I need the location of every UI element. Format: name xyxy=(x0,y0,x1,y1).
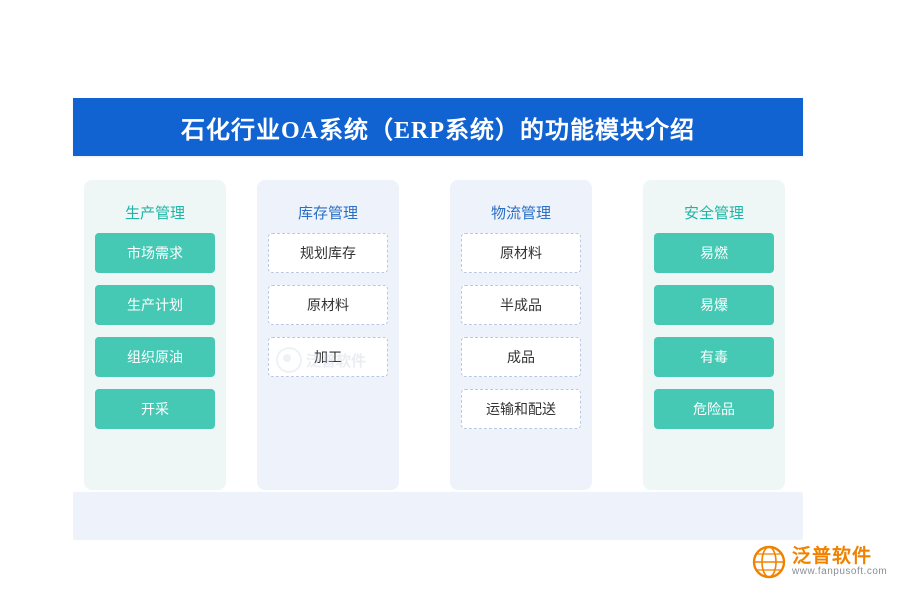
column-header: 生产管理 xyxy=(124,206,185,222)
item-chip[interactable]: 成品 xyxy=(461,337,581,377)
column-items: 规划库存 原材料 加工 xyxy=(257,233,399,377)
column-items: 原材料 半成品 成品 运输和配送 xyxy=(450,233,592,429)
brand-logo: 泛普软件 www.fanpusoft.com xyxy=(752,545,887,579)
column-header: 安全管理 xyxy=(683,206,744,222)
item-chip[interactable]: 开采 xyxy=(95,389,215,429)
item-chip[interactable]: 有毒 xyxy=(654,337,774,377)
item-chip[interactable]: 易爆 xyxy=(654,285,774,325)
brand-name-cn: 泛普软件 xyxy=(792,545,873,567)
globe-icon xyxy=(752,545,786,579)
item-chip[interactable]: 原材料 xyxy=(268,285,388,325)
column-inventory-management: 库存管理 规划库存 原材料 加工 xyxy=(257,180,399,490)
brand-url: www.fanpusoft.com xyxy=(792,565,888,577)
column-logistics-management: 物流管理 原材料 半成品 成品 运输和配送 xyxy=(450,180,592,490)
item-chip[interactable]: 原材料 xyxy=(461,233,581,273)
column-production-management: 生产管理 市场需求 生产计划 组织原油 开采 xyxy=(84,180,226,490)
column-items: 易燃 易爆 有毒 危险品 xyxy=(643,233,785,429)
base-band xyxy=(73,492,803,540)
item-chip[interactable]: 规划库存 xyxy=(268,233,388,273)
brand-logo-text: 泛普软件 www.fanpusoft.com xyxy=(792,545,888,577)
item-chip[interactable]: 组织原油 xyxy=(95,337,215,377)
item-chip[interactable]: 生产计划 xyxy=(95,285,215,325)
page-title: 石化行业OA系统（ERP系统）的功能模块介绍 xyxy=(181,117,695,144)
column-header: 物流管理 xyxy=(490,206,551,222)
item-chip[interactable]: 加工 xyxy=(268,337,388,377)
item-chip[interactable]: 运输和配送 xyxy=(461,389,581,429)
diagram-title-bar: 石化行业OA系统（ERP系统）的功能模块介绍 xyxy=(73,98,803,156)
item-chip[interactable]: 市场需求 xyxy=(95,233,215,273)
item-chip[interactable]: 易燃 xyxy=(654,233,774,273)
item-chip[interactable]: 半成品 xyxy=(461,285,581,325)
item-chip[interactable]: 危险品 xyxy=(654,389,774,429)
column-header: 库存管理 xyxy=(297,206,358,222)
column-safety-management: 安全管理 易燃 易爆 有毒 危险品 xyxy=(643,180,785,490)
column-items: 市场需求 生产计划 组织原油 开采 xyxy=(84,233,226,429)
